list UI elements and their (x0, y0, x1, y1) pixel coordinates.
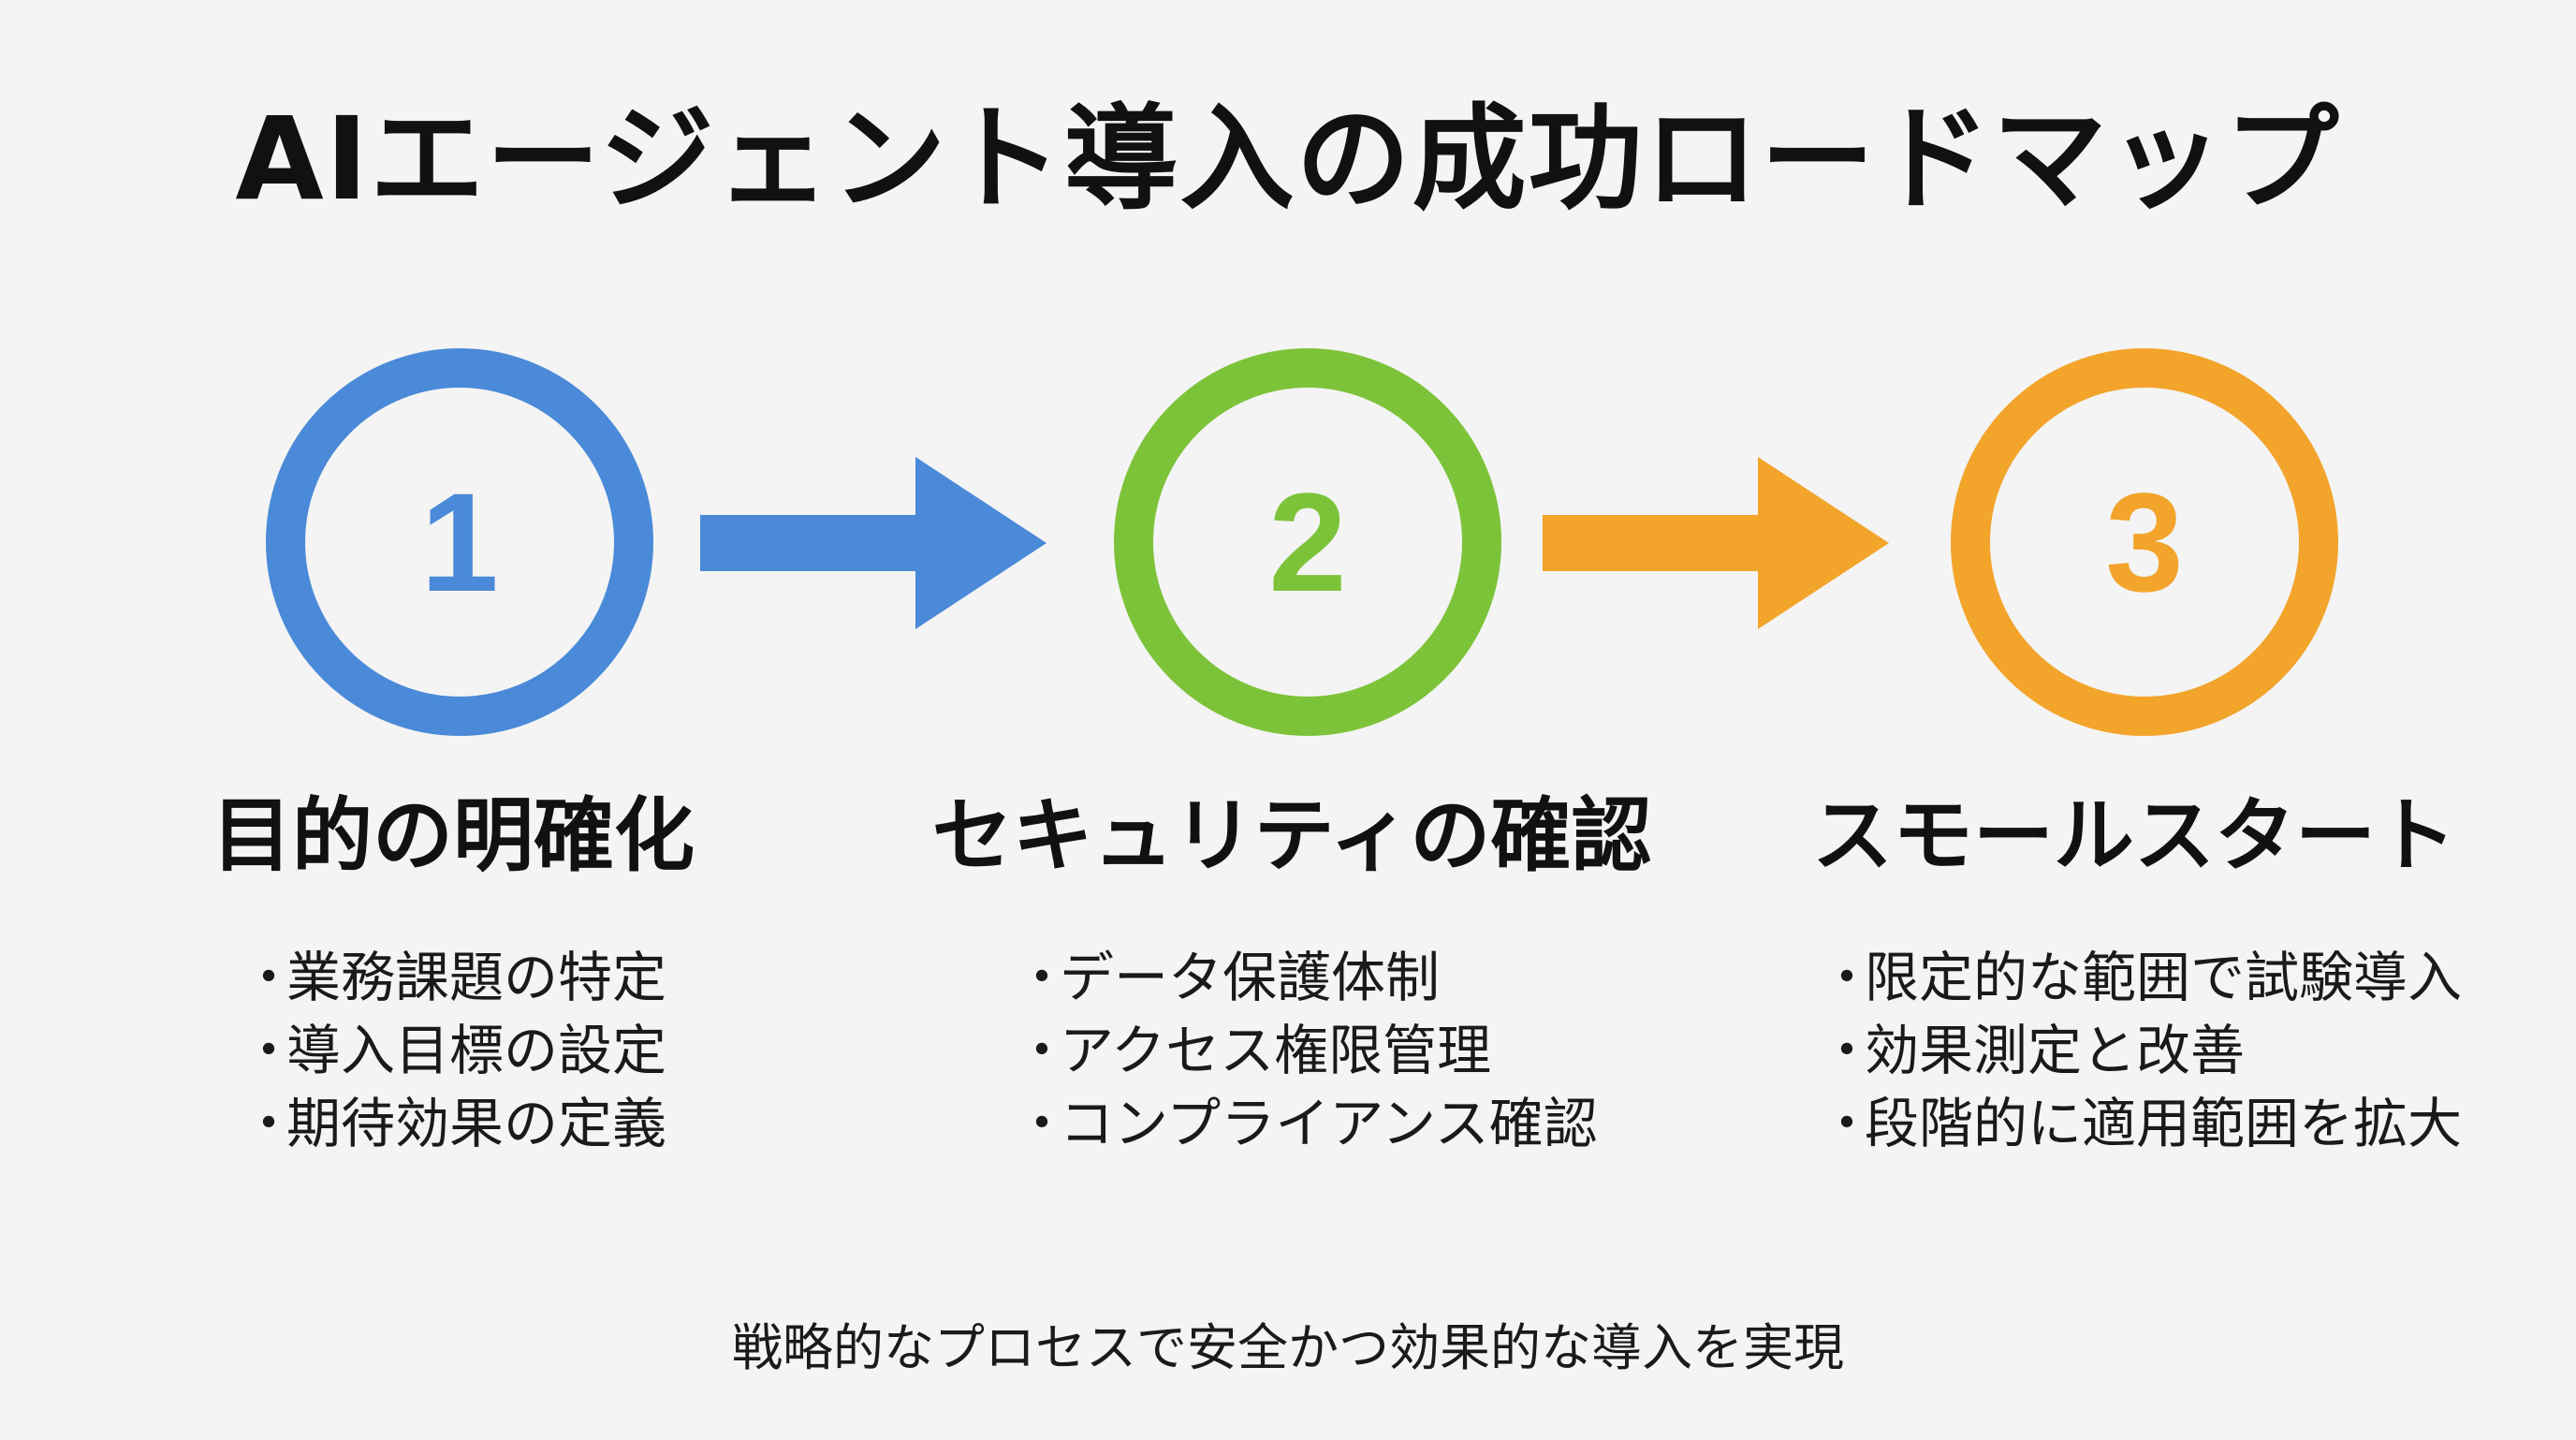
step-2-number: 2 (1268, 463, 1347, 621)
bullet-text: 限定的な範囲で試験導入 (1865, 946, 2463, 1009)
list-item: ・段階的に適用範囲を拡大 (1820, 1087, 2462, 1160)
footer-tagline: 戦略的なプロセスで安全かつ効果的な導入を実現 (732, 1318, 1844, 1377)
bullet-dot-icon: ・ (1820, 1092, 1875, 1155)
bullet-text: 業務課題の特定 (286, 946, 667, 1009)
right-arrow-icon (1543, 457, 1889, 629)
arrow-2-to-3 (1543, 457, 1889, 629)
bullet-text: 導入目標の設定 (286, 1019, 667, 1082)
arrow-1-to-2 (700, 457, 1046, 629)
step-3-number: 3 (2105, 463, 2184, 621)
bullet-dot-icon: ・ (1820, 1019, 1875, 1082)
step-3-title: スモールスタート (1812, 789, 2456, 883)
bullet-text: データ保護体制 (1060, 946, 1441, 1009)
bullet-text: コンプライアンス確認 (1060, 1092, 1598, 1155)
page-title: AIエージェント導入の成功ロードマップ (235, 93, 2341, 226)
bullet-dot-icon: ・ (1015, 946, 1070, 1009)
bullet-text: 効果測定と改善 (1865, 1019, 2246, 1082)
bullet-dot-icon: ・ (1015, 1019, 1070, 1082)
step-1-title: 目的の明確化 (212, 789, 695, 883)
list-item: ・データ保護体制 (1015, 941, 1598, 1014)
bullet-dot-icon: ・ (242, 1092, 297, 1155)
list-item: ・限定的な範囲で試験導入 (1820, 941, 2462, 1014)
bullet-text: 段階的に適用範囲を拡大 (1865, 1092, 2463, 1155)
step-3-bullet-list: ・限定的な範囲で試験導入 ・効果測定と改善 ・段階的に適用範囲を拡大 (1820, 941, 2462, 1160)
bullet-text: 期待効果の定義 (286, 1092, 667, 1155)
bullet-dot-icon: ・ (242, 1019, 297, 1082)
list-item: ・導入目標の設定 (242, 1014, 666, 1087)
bullet-dot-icon: ・ (1820, 946, 1875, 1009)
list-item: ・アクセス権限管理 (1015, 1014, 1598, 1087)
bullet-text: アクセス権限管理 (1060, 1019, 1492, 1082)
step-2-circle-icon: 2 (1114, 348, 1501, 736)
step-1-circle-icon: 1 (266, 348, 653, 736)
step-2-bullet-list: ・データ保護体制 ・アクセス権限管理 ・コンプライアンス確認 (1015, 941, 1598, 1160)
step-2-title: セキュリティの確認 (931, 789, 1652, 883)
list-item: ・業務課題の特定 (242, 941, 666, 1014)
list-item: ・コンプライアンス確認 (1015, 1087, 1598, 1160)
bullet-dot-icon: ・ (1015, 1092, 1070, 1155)
step-1-number: 1 (420, 463, 499, 621)
list-item: ・効果測定と改善 (1820, 1014, 2462, 1087)
list-item: ・期待効果の定義 (242, 1087, 666, 1160)
right-arrow-icon (700, 457, 1046, 629)
step-3-circle-icon: 3 (1951, 348, 2338, 736)
step-1-bullet-list: ・業務課題の特定 ・導入目標の設定 ・期待効果の定義 (242, 941, 666, 1160)
bullet-dot-icon: ・ (242, 946, 297, 1009)
